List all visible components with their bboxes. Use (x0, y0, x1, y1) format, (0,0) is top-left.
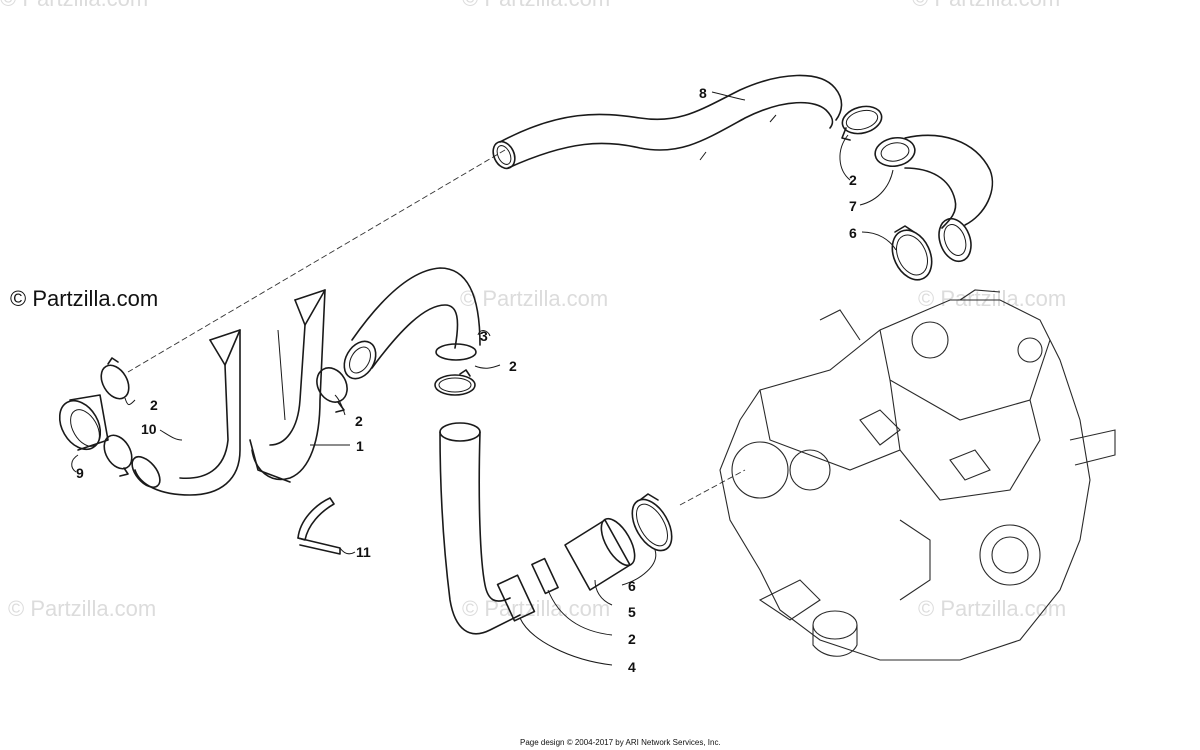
watermark-middle-center: © Partzilla.com (460, 286, 608, 311)
part-2-clamp-center (434, 369, 476, 396)
part-6-clamp-upper (891, 225, 933, 281)
callout-3: 3 (480, 328, 488, 344)
part-2-clamp-top (841, 105, 883, 141)
part-9-boot (58, 394, 109, 451)
part-8-upper-hose (492, 74, 843, 170)
watermark-bottom-right: © Partzilla.com (918, 596, 1066, 621)
watermark-top-right: © Partzilla.com (912, 0, 1060, 11)
callout-2-lower: 2 (628, 631, 636, 647)
part-11-strap (297, 497, 341, 555)
callout-11: 11 (356, 544, 371, 560)
callout-1: 1 (356, 438, 364, 454)
part-2-clamp-lower (531, 557, 559, 595)
watermark-middle-right: © Partzilla.com (918, 286, 1066, 311)
footer-credit: Page design © 2004-2017 by ARI Network S… (520, 738, 721, 747)
callout-6-lower: 6 (628, 578, 636, 594)
part-2-clamp-mid-left (316, 367, 348, 413)
callout-9: 9 (76, 465, 84, 481)
watermark-bottom-left: © Partzilla.com (8, 596, 156, 621)
part-10-duct (131, 329, 241, 496)
callout-10: 10 (141, 421, 157, 437)
callout-7: 7 (849, 198, 857, 214)
engine-block (719, 289, 1116, 661)
part-4-vertical-hose (439, 422, 536, 635)
watermark-bottom-center: © Partzilla.com (462, 596, 610, 621)
callout-8: 8 (699, 85, 707, 101)
callout-4: 4 (628, 659, 636, 675)
callout-6-upper: 6 (849, 225, 857, 241)
callout-2-left: 2 (150, 397, 158, 413)
callout-5: 5 (628, 604, 636, 620)
part-1-duct (249, 289, 326, 483)
part-6-clamp-lower (631, 493, 673, 552)
part-5-coupler (564, 517, 636, 591)
alignment-line (127, 149, 506, 373)
part-7-elbow (874, 134, 994, 263)
copyright-label: © Partzilla.com (10, 286, 159, 311)
callout-2-center: 2 (509, 358, 517, 374)
watermark-top-left: © Partzilla.com (0, 0, 148, 11)
part-2-clamp-left-lower (103, 434, 133, 477)
callout-2-mid-left: 2 (355, 413, 363, 429)
part-2-clamp-left-upper (100, 357, 130, 400)
alignment-line-engine (679, 469, 746, 506)
part-3-center-hose (343, 267, 481, 380)
callout-2-top: 2 (849, 172, 857, 188)
watermark-top-center: © Partzilla.com (462, 0, 610, 11)
